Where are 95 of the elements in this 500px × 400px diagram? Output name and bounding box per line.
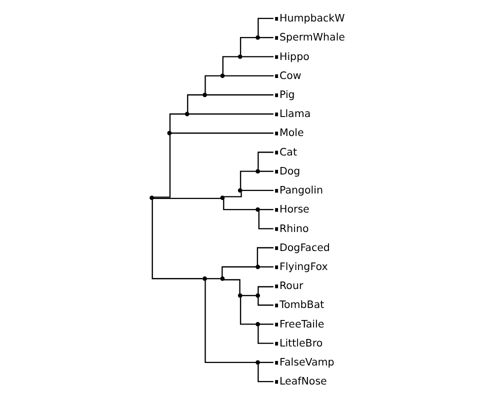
node-circle — [238, 188, 242, 193]
node-circle — [220, 74, 225, 78]
node-circle — [256, 35, 260, 40]
connector — [258, 152, 274, 170]
connector — [204, 280, 256, 364]
connector — [187, 94, 203, 112]
node-label: Pangolin — [280, 184, 324, 197]
node-box — [275, 150, 278, 154]
node-label: Llama — [280, 108, 311, 120]
connector — [256, 247, 274, 265]
connector — [224, 192, 242, 198]
node-circle — [150, 196, 154, 200]
connector — [260, 208, 274, 210]
node-circle — [220, 276, 225, 281]
connector — [224, 279, 240, 294]
connector — [223, 199, 256, 210]
connector — [240, 36, 256, 55]
node-label: FlyingFox — [280, 260, 328, 273]
connector — [169, 113, 186, 132]
node-box — [275, 304, 278, 308]
node-box — [275, 36, 278, 40]
node-box — [275, 342, 278, 346]
node-label: Rour — [280, 280, 304, 292]
connector — [258, 286, 274, 294]
node-label: SpermWhale — [280, 32, 346, 44]
node-label: LittleBro — [280, 337, 323, 350]
node-box — [275, 55, 278, 59]
node-label: Horse — [280, 204, 310, 216]
connector — [260, 266, 274, 268]
node-label: FalseVamp — [280, 356, 334, 369]
node-box — [275, 112, 278, 116]
connector — [260, 36, 274, 38]
node-label: TombBat — [280, 299, 324, 312]
connector — [154, 198, 221, 199]
node-label: Hippo — [280, 50, 310, 63]
node-box — [275, 360, 278, 365]
connector — [154, 134, 171, 198]
node-label: Pig — [280, 88, 295, 101]
node-circle — [238, 293, 242, 298]
node-label: HumpbackW — [280, 12, 345, 25]
node-box — [275, 74, 278, 78]
node-box — [275, 227, 278, 231]
node-label: LeafNose — [280, 376, 327, 388]
node-circle — [256, 360, 260, 365]
node-box — [275, 322, 278, 326]
node-label: FreeTaile — [280, 318, 324, 330]
node-circle — [184, 112, 190, 116]
node-circle — [256, 293, 260, 298]
node-box — [275, 208, 278, 212]
connector — [242, 190, 274, 192]
node-circle — [202, 92, 208, 98]
node-label: Dog — [280, 165, 300, 178]
node-circle — [256, 322, 260, 326]
connector — [206, 94, 274, 96]
node-circle — [220, 196, 225, 200]
connector — [258, 326, 274, 344]
node-label: Cat — [280, 146, 297, 158]
connector — [222, 56, 238, 74]
node-box — [275, 284, 278, 288]
node-label: Mole — [280, 127, 304, 140]
node-box — [275, 265, 278, 270]
node-box — [275, 170, 278, 174]
connector — [240, 170, 256, 188]
node-circle — [256, 207, 260, 212]
connector — [258, 211, 274, 230]
connector — [258, 18, 274, 36]
connector — [260, 324, 274, 325]
node-label: Rhino — [280, 222, 309, 235]
connector — [260, 362, 274, 364]
connector — [152, 200, 203, 280]
node-circle — [256, 264, 260, 270]
node-box — [275, 17, 278, 21]
node-box — [275, 132, 278, 136]
node-circle — [238, 54, 242, 59]
connector — [224, 75, 274, 76]
connector — [171, 132, 274, 134]
connector — [242, 56, 274, 58]
node-circle — [202, 276, 208, 281]
connector — [258, 364, 274, 382]
connector — [240, 297, 256, 325]
node-box — [275, 380, 278, 384]
node-label: DogFaced — [280, 242, 330, 254]
connector — [206, 278, 220, 280]
connector — [222, 266, 256, 277]
node-label: Cow — [280, 70, 302, 82]
node-circle — [167, 130, 172, 136]
connector — [258, 297, 274, 306]
node-box — [275, 246, 278, 250]
connector — [189, 113, 274, 115]
connector — [260, 170, 274, 172]
connector — [242, 294, 256, 296]
node-circle — [256, 169, 260, 174]
node-box — [275, 93, 278, 98]
node-box — [275, 188, 278, 193]
connector — [204, 75, 220, 93]
